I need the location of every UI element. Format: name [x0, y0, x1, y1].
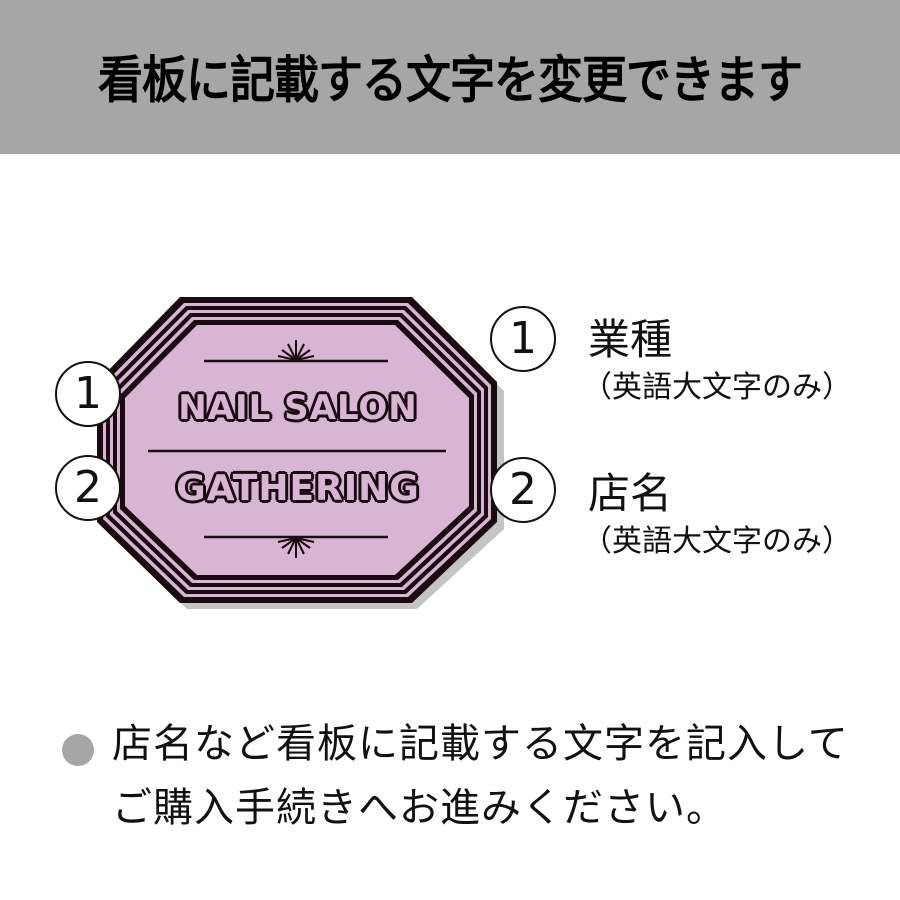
- bullet-icon: [62, 734, 94, 766]
- octagon-frame: [97, 297, 504, 609]
- badge-2-left: 2: [55, 455, 121, 521]
- legend-item-shop-name: 店名 （英語大文字のみ）: [582, 469, 852, 562]
- page-title: 看板に記載する文字を変更できます: [97, 49, 803, 110]
- legend-subtitle: （英語大文字のみ）: [582, 370, 852, 405]
- instruction-line-1: 店名など看板に記載する文字を記入して: [112, 721, 849, 767]
- legend-item-business-type: 業種 （英語大文字のみ）: [582, 315, 852, 408]
- badge-2-right: 2: [490, 457, 556, 523]
- sign-line-shop-name: GATHERING: [176, 468, 420, 509]
- badge-1-right: 1: [490, 306, 556, 372]
- legend-title: 店名: [588, 469, 673, 518]
- signboard-preview: NAIL SALON GATHERING: [92, 292, 504, 610]
- header-banner: 看板に記載する文字を変更できます: [0, 0, 900, 154]
- instruction-line-2: ご購入手続きへお進みください。: [112, 785, 727, 831]
- badge-1-left: 1: [55, 361, 121, 427]
- sign-line-business-type: NAIL SALON: [178, 388, 418, 428]
- legend-title: 業種: [588, 315, 673, 364]
- instruction-text: 店名など看板に記載する文字を記入して ご購入手続きへお進みください。: [112, 712, 900, 840]
- legend-subtitle: （英語大文字のみ）: [582, 524, 852, 559]
